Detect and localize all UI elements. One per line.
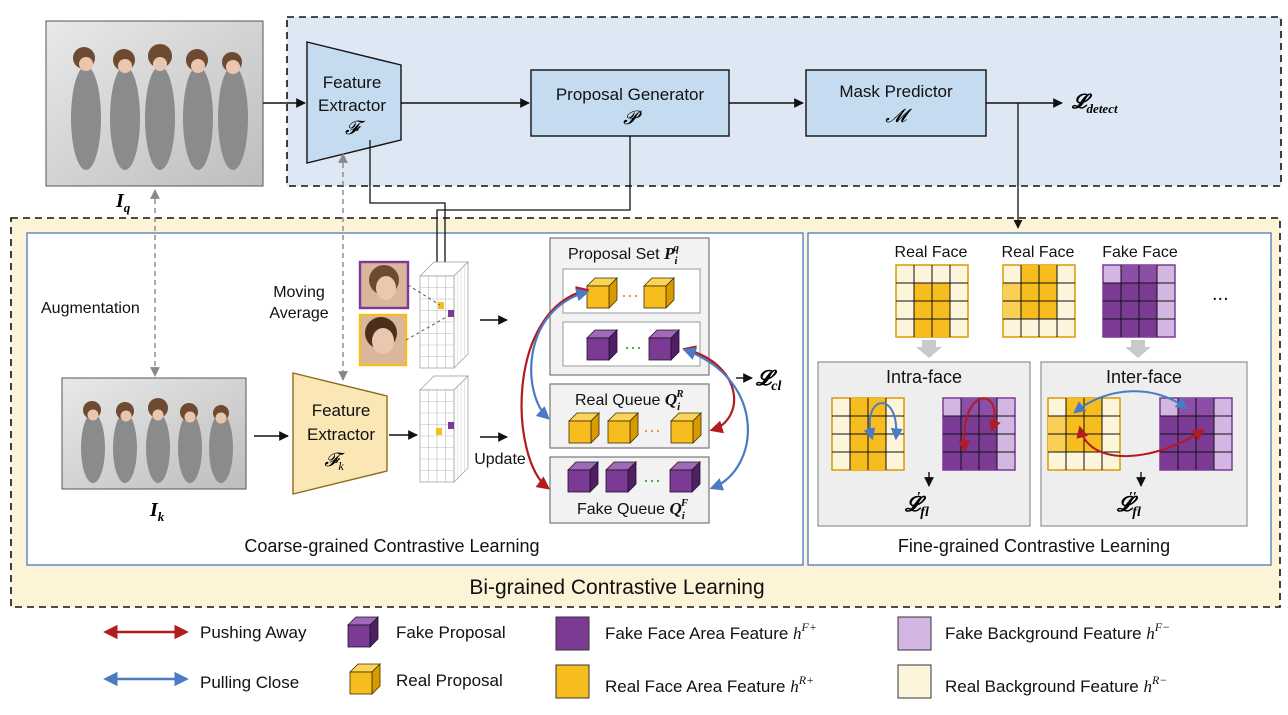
- real-face-crop: [358, 313, 408, 367]
- legend-real-cube: [349, 663, 381, 695]
- fake-queue-cube: [567, 461, 599, 493]
- augmentation-label: Augmentation: [41, 300, 140, 317]
- svg-text:𝓜: 𝓜: [885, 106, 912, 127]
- update-label: Update: [474, 451, 526, 468]
- loss-fl-2: 𝓛fl′′: [1116, 490, 1141, 520]
- svg-text:Extractor: Extractor: [307, 425, 375, 444]
- intra-real-grid: [831, 397, 905, 471]
- ellipsis-real: ···: [621, 285, 639, 305]
- real-face-grid-2: [1002, 264, 1076, 338]
- inter-real-grid: [1047, 397, 1121, 471]
- detection-region: [286, 16, 1282, 187]
- svg-text:Extractor: Extractor: [318, 96, 386, 115]
- query-feature-map: [419, 261, 469, 369]
- svg-text:Proposal Set Piq: Proposal Set Piq: [568, 242, 680, 267]
- legend-fake-bg-swatch: [897, 616, 932, 651]
- pull-real-real-queue-arrow: [530, 288, 590, 420]
- inter-pull-arrow: [1073, 390, 1188, 414]
- fake-proposal-cube: [586, 329, 618, 361]
- down-arrow-inter: [1125, 340, 1151, 358]
- real-crop-link: [405, 314, 451, 341]
- inter-push-arrow: [1076, 425, 1205, 458]
- legend-real-bg-swatch: [897, 664, 932, 699]
- legend: Pushing Away Pulling Close Fake Proposal…: [103, 616, 1170, 699]
- legend-fake-proposal-label: Fake Proposal: [396, 623, 506, 642]
- svg-text:Feature: Feature: [312, 401, 371, 420]
- intra-fake-grid: [942, 397, 1016, 471]
- legend-fake-face-label: Fake Face Area Feature hF+: [605, 620, 817, 643]
- svg-text:Mask Predictor: Mask Predictor: [839, 82, 953, 101]
- legend-fake-face-swatch: [555, 616, 590, 651]
- intra-pull-arrow: [863, 402, 903, 441]
- fake-queue-cube: [605, 461, 637, 493]
- ellipsis-fake: ···: [624, 337, 642, 357]
- bigrained-title: Bi-grained Contrastive Learning: [469, 576, 764, 599]
- legend-fake-cube: [347, 616, 379, 648]
- svg-text:Feature: Feature: [323, 73, 382, 92]
- fake-queue-cube: [669, 461, 701, 493]
- fake-face-label: Fake Face: [1102, 244, 1178, 261]
- real-queue-cube: [568, 412, 600, 444]
- fake-face-crop: [358, 260, 410, 310]
- ellipsis-real-queue: ···: [643, 420, 661, 440]
- legend-fake-bg-label: Fake Background Feature hF−: [945, 620, 1170, 643]
- real-face-label-2: Real Face: [1002, 244, 1075, 261]
- down-arrow-intra: [916, 340, 942, 358]
- fine-title: Fine-grained Contrastive Learning: [898, 536, 1170, 556]
- pull-fake-fake-queue-arrow: [682, 347, 749, 491]
- inter-face-label: Inter-face: [1106, 367, 1182, 387]
- arrow-proposals-to-map: [432, 136, 631, 283]
- fake-face-grid: [1102, 264, 1176, 338]
- real-queue-cube: [670, 412, 702, 444]
- key-image-label: Ik: [149, 499, 165, 524]
- legend-pull-label: Pulling Close: [200, 673, 299, 692]
- svg-text:Fake Queue QiF: Fake Queue QiF: [577, 497, 689, 522]
- query-image: [45, 20, 264, 187]
- intra-push-arrow: [958, 397, 1001, 453]
- svg-text:Proposal Generator: Proposal Generator: [556, 85, 705, 104]
- arrow-features-to-map: [369, 140, 450, 283]
- feature-extractor-k: Feature Extractor 𝓕k: [292, 372, 388, 495]
- key-image: [61, 377, 247, 490]
- svg-text:Real Queue QiR: Real Queue QiR: [575, 388, 684, 413]
- moving-average-label-2: Average: [269, 305, 328, 322]
- more-ellipsis: ...: [1212, 283, 1229, 305]
- proposal-generator: Proposal Generator 𝓟: [530, 69, 730, 137]
- real-proposal-cube: [586, 277, 618, 309]
- legend-real-bg-label: Real Background Feature hR−: [945, 673, 1167, 696]
- query-image-label: Iq: [115, 190, 131, 215]
- key-feature-map: [419, 375, 469, 483]
- real-face-grid-1: [895, 264, 969, 338]
- fake-crop-link: [407, 284, 441, 306]
- real-queue-cube: [607, 412, 639, 444]
- legend-push-label: Pushing Away: [200, 623, 307, 642]
- fake-proposal-cube: [648, 329, 680, 361]
- legend-real-proposal-label: Real Proposal: [396, 671, 503, 690]
- coarse-title: Coarse-grained Contrastive Learning: [244, 536, 539, 556]
- intra-face-label: Intra-face: [886, 367, 962, 387]
- legend-real-face-label: Real Face Area Feature hR+: [605, 673, 814, 696]
- feature-extractor: Feature Extractor 𝓕: [306, 41, 402, 164]
- moving-average-label-1: Moving: [273, 284, 325, 301]
- legend-real-face-swatch: [555, 664, 590, 699]
- real-proposal-cube: [643, 277, 675, 309]
- real-face-label-1: Real Face: [895, 244, 968, 261]
- ellipsis-fake-queue: ···: [643, 470, 661, 490]
- mask-predictor: Mask Predictor 𝓜: [805, 69, 987, 137]
